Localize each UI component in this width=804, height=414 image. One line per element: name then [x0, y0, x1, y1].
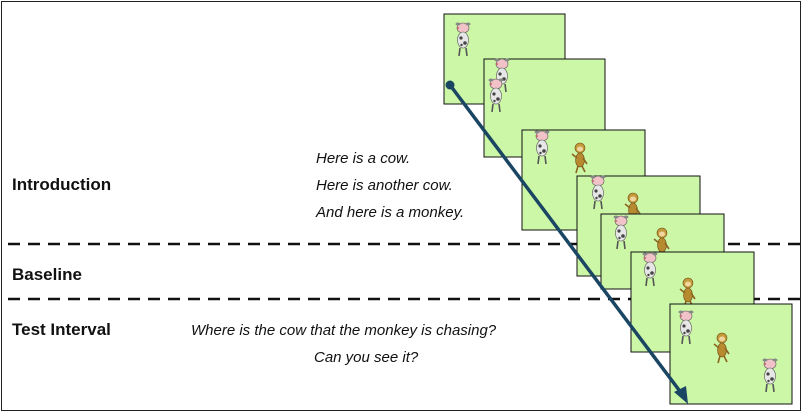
- slide-7: [669, 303, 793, 405]
- intro-narration-line-3: And here is a monkey.: [315, 204, 464, 221]
- phase-label-introduction: Introduction: [12, 175, 111, 194]
- time-arrow: [445, 80, 688, 404]
- intro-narration-line-1: Here is a cow.: [316, 150, 410, 167]
- phase-label-baseline: Baseline: [12, 265, 82, 284]
- test-narration-line-2: Can you see it?: [314, 349, 419, 366]
- phase-label-test-interval: Test Interval: [12, 320, 111, 339]
- test-narration-line-1: Where is the cow that the monkey is chas…: [191, 322, 497, 339]
- intro-narration-line-2: Here is another cow.: [316, 177, 453, 194]
